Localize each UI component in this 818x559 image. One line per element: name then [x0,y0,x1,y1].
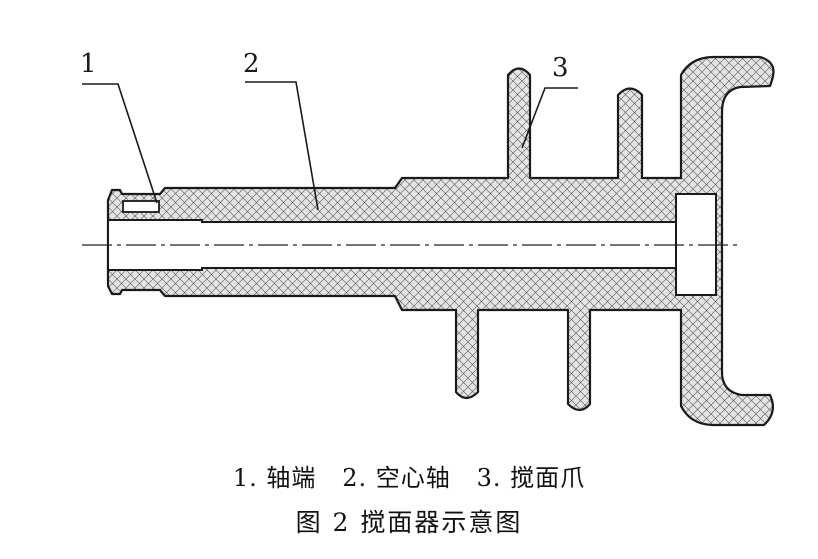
mixer-section-drawing: 1 2 3 [80,49,775,427]
callout-3: 3 [552,53,569,83]
legend-caption: 1. 轴端 2. 空心轴 3. 搅面爪 [232,464,586,492]
leader-line-1 [82,83,158,204]
leader-line-3 [521,87,578,149]
callout-2: 2 [243,49,260,79]
keyway-slot [122,200,160,213]
callout-1: 1 [80,49,97,79]
figure-title: 图 2 搅面器示意图 [295,508,523,537]
leader-line-2 [245,81,319,211]
